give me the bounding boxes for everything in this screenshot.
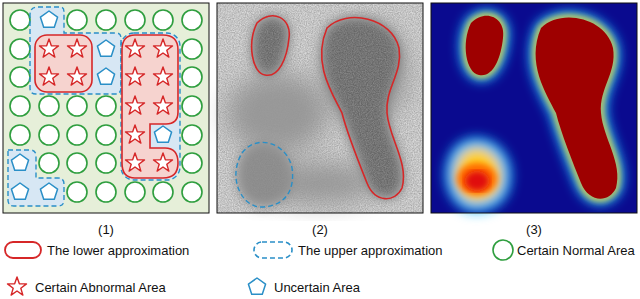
grey-image-panel-part [322,18,404,199]
grid-panel-part [182,67,202,87]
grid-panel-part [8,150,64,206]
grid-panel-part [96,153,116,173]
grid-panel-part [182,10,202,30]
grid-panel-part [125,67,144,85]
legend-text: The upper approximation [298,244,443,257]
heatmap-panel-part [450,16,618,207]
grey-image-panel-part [217,3,423,213]
grid-panel-part [182,125,202,145]
legend-samples-part [254,242,292,258]
grid-panel-part [154,126,171,142]
grid-panel-part [39,153,59,173]
heatmap-panel-part-part [466,16,504,76]
grid-panel-part [96,96,116,116]
grid-panel-part [153,67,172,85]
grid-panel-part [96,125,116,145]
grid-panel-part [11,183,28,199]
legend-samples-part [493,240,513,260]
grid-panel-part [182,153,202,173]
legend-text: The lower approximation [47,244,189,257]
heatmap-panel-part-part [457,163,497,195]
grid-panel-part [96,10,116,30]
grid-panel-part [67,39,86,57]
grid-panel-part [39,39,58,57]
grid-panel-part [153,96,172,114]
grid-panel-part [39,125,59,145]
grey-image-panel-part [217,3,423,213]
heatmap-panel [431,3,637,213]
grid-panel-part [153,39,172,57]
grid-panel-part [121,33,180,180]
grid-panel-part [10,10,30,30]
grid-panel-part [40,183,57,199]
grid-panel-part [35,35,92,92]
grid-panel-part [125,96,144,114]
grid-panel-part [153,10,173,30]
grey-image-panel-part [236,142,293,207]
grid-panel-part [182,96,202,116]
grid-panel-part [3,3,209,213]
grid-panel-part [122,35,178,178]
heatmap-panel-part [466,16,504,76]
grid-panel-part [67,125,87,145]
grid-panel-part [10,125,30,145]
legend-text: Certain Normal Area [517,244,635,257]
grid-panel-part [182,39,202,59]
grid-panel-part [67,96,87,116]
grid-panel-part [10,39,30,59]
grid-panel-part [39,96,59,116]
grid-panel-part [30,7,121,94]
heatmap-panel-part [431,3,637,213]
grid-panel-part [39,67,58,85]
grid-panel-part [30,7,121,94]
grid-panel-part [67,67,86,85]
grid-panel-part [67,182,87,202]
grid-panel-part [97,40,114,56]
grid-panel-part [10,67,30,87]
grid-panel-part [122,35,178,178]
grid-panel [3,3,209,213]
panel-label: (3) [526,223,542,236]
grid-panel-part [125,153,144,171]
grid-panel-part [97,68,114,84]
heatmap-panel-part-part [536,18,618,199]
heatmap-panel-part-part [450,142,507,207]
grid-panel-part [125,10,145,30]
grid-panel-part [67,153,87,173]
grid-panel-part [67,10,87,30]
grid-panel-part [182,182,202,202]
grid-panel-part [125,39,144,57]
grid-panel-part [8,150,64,206]
grid-panel-part [153,182,173,202]
legend-samples-part [248,278,265,294]
heatmap-panel-part [465,171,489,191]
grid-panel-part [10,96,30,116]
legend-text: Certain Abnormal Area [35,281,166,294]
legend-samples [5,240,513,295]
panel-label: (1) [98,223,114,236]
grid-panel-part [11,154,28,170]
grid-panel-part [96,182,116,202]
panel-label: (2) [312,223,328,236]
heatmap-panel-part [457,16,617,199]
heatmap-panel-part-part [536,18,618,199]
grid-panel-part [40,11,57,27]
legend-text: Uncertain Area [274,281,360,294]
legend-samples-part [5,242,41,258]
heatmap-panel-part [431,3,637,213]
grid-panel-part [153,153,172,171]
heatmap-panel-part [536,18,618,199]
legend-samples-part [7,277,26,295]
grid-panel-part [35,35,92,92]
grid-panel-part [125,125,144,143]
grid-panel-part [121,33,180,180]
heatmap-panel-part-part [466,16,504,76]
grid-panel-part [125,182,145,202]
grey-image-panel-part [217,3,423,213]
heatmap-panel-part-part [465,171,489,191]
grey-image-panel-part [252,16,290,76]
grey-image-panel [217,3,423,213]
